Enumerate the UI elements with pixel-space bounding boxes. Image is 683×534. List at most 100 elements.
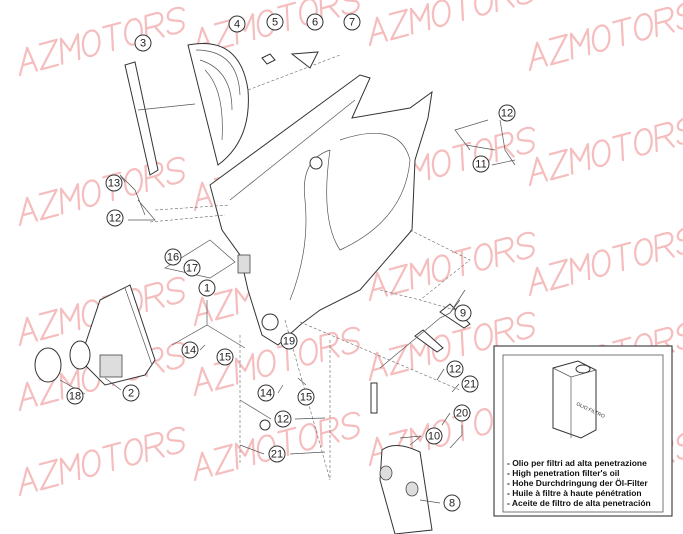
callout-circle	[66, 387, 84, 405]
callout-3: 3	[134, 34, 152, 52]
callout-15: 15	[216, 348, 234, 366]
callout-label: 14	[184, 345, 196, 357]
callout-circle	[216, 348, 234, 366]
callout-circle	[425, 427, 443, 445]
callout-label: 17	[186, 263, 198, 275]
callout-18: 18	[66, 387, 84, 405]
watermark-logo	[369, 311, 535, 380]
callout-circle	[164, 248, 182, 266]
callout-5: 5	[266, 13, 284, 31]
callout-12: 12	[106, 209, 124, 227]
watermark-logo	[529, 116, 683, 185]
part-bracket	[290, 51, 319, 69]
part-filter-cage	[124, 61, 159, 176]
callout-20: 20	[453, 404, 471, 422]
callout-21: 21	[268, 445, 286, 463]
callout-4: 4	[228, 15, 246, 33]
callout-circle	[198, 279, 216, 297]
parts	[34, 43, 471, 534]
part-clamp	[261, 53, 276, 65]
callout-7: 7	[343, 13, 361, 31]
callout-circle	[453, 404, 471, 422]
callout-6: 6	[306, 13, 324, 31]
callout-19: 19	[280, 332, 298, 350]
legend-line: - High penetration filter's oil	[507, 468, 620, 478]
watermark-logo	[529, 226, 683, 295]
callout-circle	[181, 341, 199, 359]
callout-circle	[443, 494, 461, 512]
callout-circle	[446, 360, 464, 378]
legend-text: - Olio per filtri ad alta penetrazione- …	[507, 458, 651, 508]
callout-label: 12	[501, 108, 513, 120]
callout-2: 2	[122, 384, 140, 402]
callout-9: 9	[454, 304, 472, 322]
callout-label: 19	[283, 336, 295, 348]
callout-circle	[498, 104, 516, 122]
watermark-logo	[369, 231, 535, 300]
callout-circle	[343, 13, 361, 31]
callout-21: 21	[461, 375, 479, 393]
callout-label: 5	[272, 17, 278, 29]
callout-circle	[472, 155, 490, 173]
callout-label: 1	[204, 283, 210, 295]
callout-12: 12	[446, 360, 464, 378]
callout-circle	[306, 13, 324, 31]
legend-line: - Olio per filtri ad alta penetrazione	[507, 458, 647, 468]
legend-line: - Huile à filtre à haute pénétration	[507, 488, 642, 498]
callout-label: 12	[449, 364, 461, 376]
part-clip	[414, 329, 444, 353]
callout-label: 13	[108, 178, 120, 190]
part-airbox	[209, 74, 433, 346]
part-clip	[439, 303, 471, 329]
callout-label: 10	[428, 431, 440, 443]
callout-label: 15	[300, 392, 312, 404]
callout-circle	[266, 13, 284, 31]
watermark-logo	[19, 156, 185, 225]
callout-label: 9	[460, 308, 466, 320]
callout-12: 12	[274, 410, 292, 428]
part-air-filter	[187, 43, 249, 166]
watermark-logo	[529, 1, 683, 70]
watermark-logo	[194, 411, 360, 480]
callout-11: 11	[472, 155, 490, 173]
callout-label: 21	[464, 379, 476, 391]
callout-circle	[228, 15, 246, 33]
callout-16: 16	[164, 248, 182, 266]
callout-14: 14	[181, 341, 199, 359]
watermark-logo	[19, 426, 185, 495]
callout-13: 13	[105, 174, 123, 192]
callout-circle	[297, 388, 315, 406]
callout-circle	[106, 209, 124, 227]
callout-label: 21	[271, 449, 283, 461]
callout-15: 15	[297, 388, 315, 406]
callout-circle	[454, 304, 472, 322]
callout-circle	[280, 332, 298, 350]
callout-circle	[274, 410, 292, 428]
callout-label: 7	[349, 17, 355, 29]
callout-label: 12	[109, 213, 121, 225]
callout-17: 17	[183, 259, 201, 277]
callout-label: 8	[449, 498, 455, 510]
callout-circle	[105, 174, 123, 192]
callout-circle	[183, 259, 201, 277]
callout-label: 20	[456, 408, 468, 420]
callout-14: 14	[257, 384, 275, 402]
callout-label: 18	[69, 391, 81, 403]
callout-8: 8	[443, 494, 461, 512]
callout-circle	[461, 375, 479, 393]
callout-label: 11	[475, 159, 486, 171]
legend-line: - Hohe Durchdringung der Öl-Filter	[507, 478, 648, 488]
callout-circle	[268, 445, 286, 463]
callout-label: 14	[260, 388, 272, 400]
callout-label: 6	[312, 17, 318, 29]
callout-label: 16	[167, 252, 179, 264]
legend-line: - Aceite de filtro de alta penetración	[507, 498, 651, 508]
callout-circle	[122, 384, 140, 402]
callout-12: 12	[498, 104, 516, 122]
callout-label: 15	[219, 352, 231, 364]
callout-circle	[134, 34, 152, 52]
callout-circle	[257, 384, 275, 402]
callout-10: 10	[425, 427, 443, 445]
